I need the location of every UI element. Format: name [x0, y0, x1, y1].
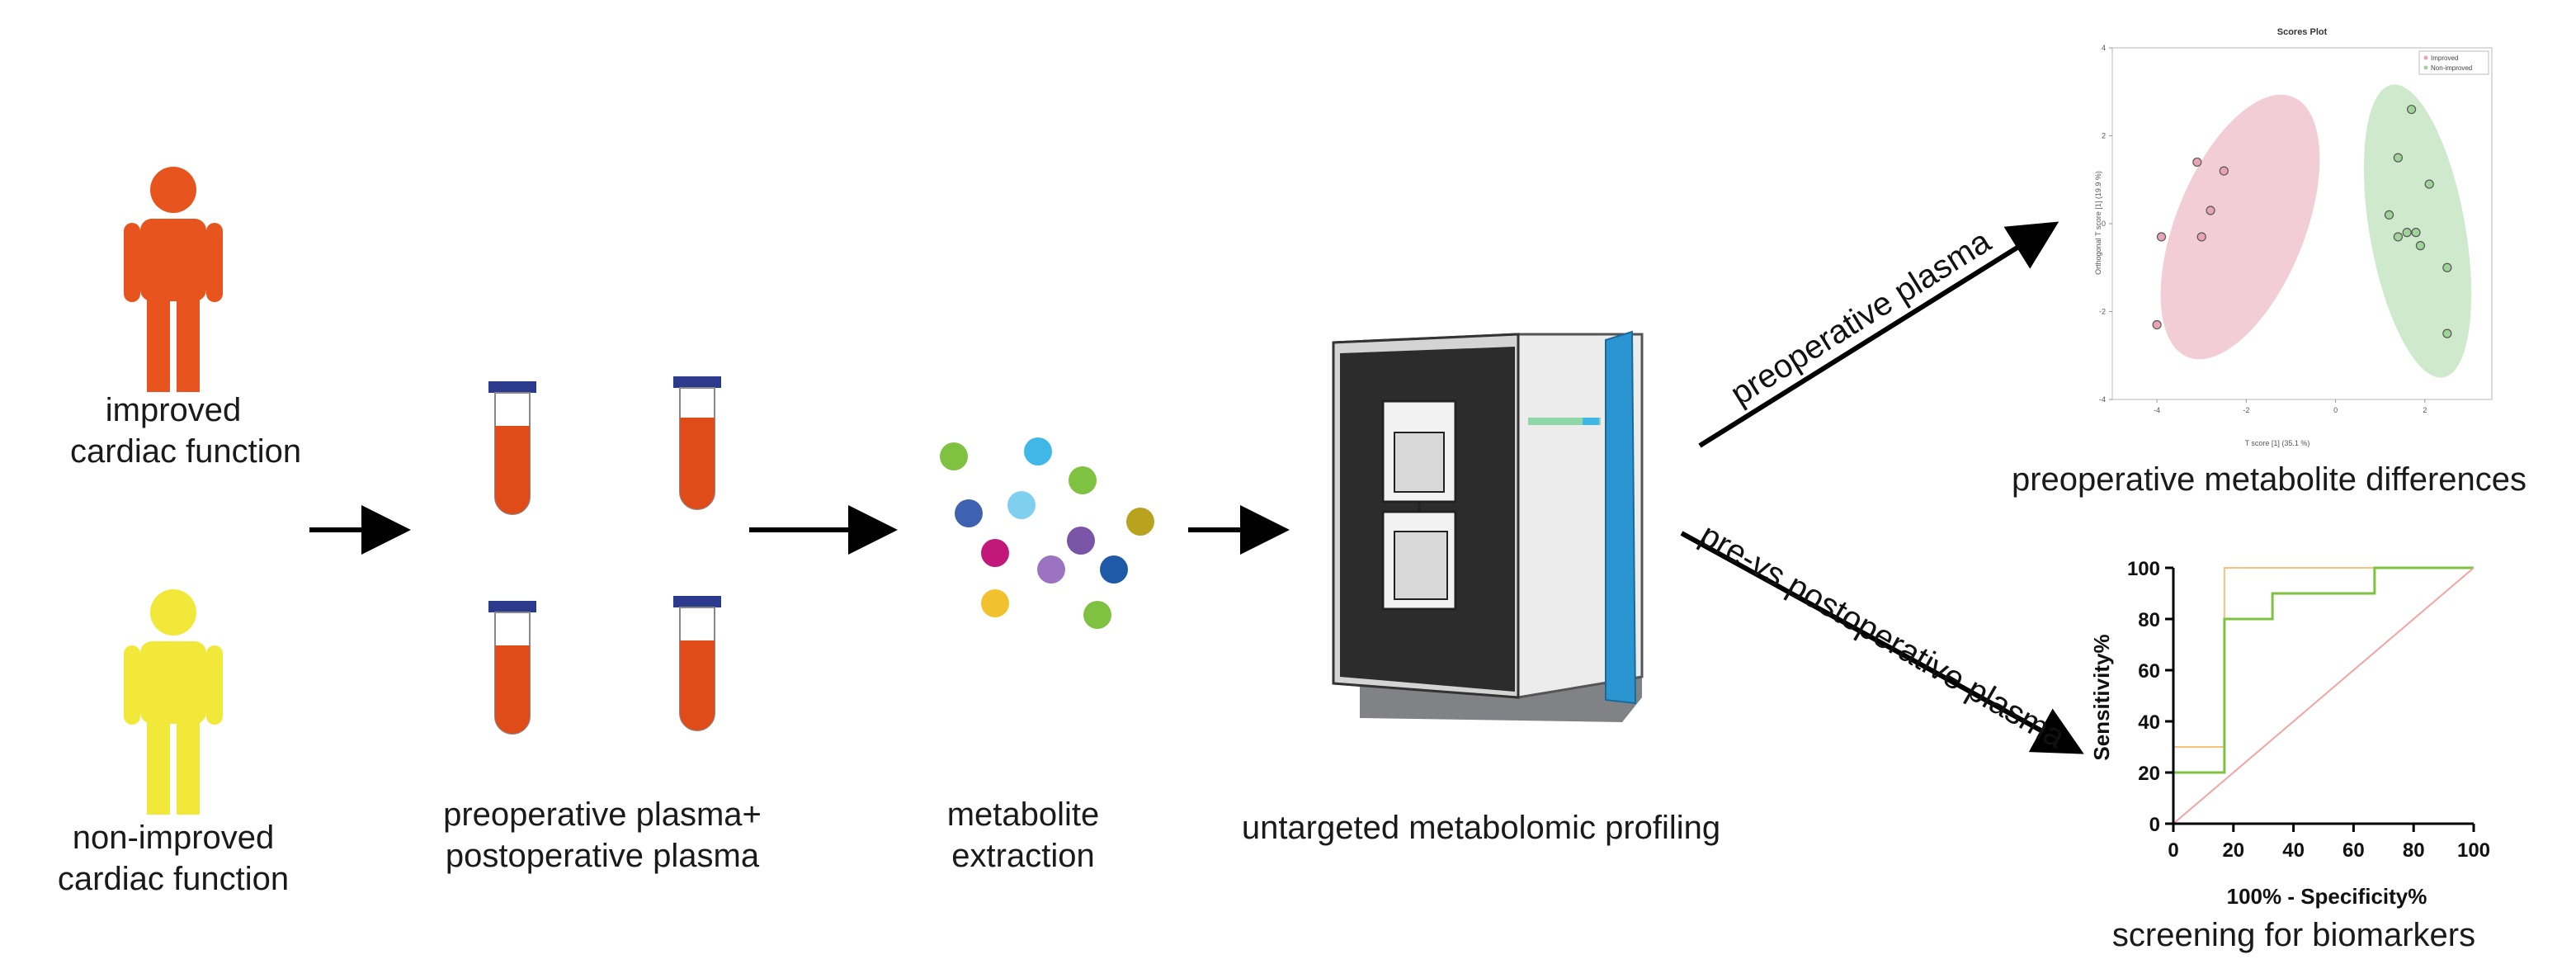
improved-person-icon	[124, 167, 223, 392]
roc-x-tick-label: 40	[2282, 839, 2305, 862]
plasma-tube-icon	[488, 381, 536, 515]
plasma-tube-icon	[488, 601, 536, 735]
improved-point	[2192, 157, 2202, 168]
plasma-tube-icon	[673, 376, 721, 510]
improved-label-line2: cardiac function	[70, 433, 302, 470]
plasma-label-line2: postoperative plasma	[445, 838, 760, 874]
non-improved-label-line1: non-improved	[72, 820, 275, 856]
improved-point	[2219, 166, 2229, 176]
plasma-tube-icon	[673, 596, 721, 731]
non-improved-point	[2442, 328, 2452, 338]
scores-plot-legend: Improved Non-improved	[2418, 50, 2489, 75]
non-improved-point	[2402, 228, 2412, 238]
improved-point	[2156, 232, 2167, 242]
legend-improved: Improved	[2431, 54, 2458, 62]
scores-y-tick-label: 4	[2102, 44, 2106, 52]
roc-caption: screening for biomarkers	[2111, 917, 2476, 953]
upper-branch-label: preoperative plasma	[1724, 223, 1998, 413]
scores-y-tick-label: -2	[2099, 308, 2106, 316]
non-improved-point	[2411, 228, 2421, 238]
improved-group-label: improved cardiac function	[70, 390, 302, 472]
roc-x-tick-label: 80	[2403, 839, 2425, 862]
scores-x-tick-label: 2	[2423, 406, 2427, 414]
roc-x-tick-label: 0	[2168, 839, 2178, 862]
plasma-step-label: preoperative plasma+ postoperative plasm…	[396, 794, 809, 877]
improved-point	[2152, 319, 2162, 330]
profiling-label: untargeted metabolomic profiling	[1241, 810, 1721, 846]
metabolite-dots-icon	[940, 437, 1154, 629]
scores-y-tick-label: -4	[2099, 395, 2106, 404]
scores-plot-title: Scores Plot	[2277, 27, 2328, 37]
lower-branch-label: pre-vs postoperative plasma	[1694, 517, 2072, 756]
scores-x-tick-label: -4	[2154, 406, 2160, 414]
non-improved-person-icon	[124, 589, 223, 815]
non-improved-point	[2415, 241, 2426, 251]
extraction-label-line2: extraction	[951, 838, 1095, 874]
roc-y-tick-label: 20	[2138, 763, 2160, 785]
non-improved-point	[2406, 104, 2417, 115]
improved-label-line1: improved	[105, 392, 242, 428]
roc-y-tick-label: 80	[2138, 609, 2160, 631]
roc-y-tick-label: 0	[2149, 814, 2160, 836]
arrow-upper-branch	[1698, 221, 2059, 448]
improved-confidence-ellipse	[2160, 94, 2320, 360]
improved-point	[2196, 232, 2206, 242]
improved-point	[2206, 206, 2215, 215]
non-improved-point	[2393, 232, 2403, 242]
profiling-step-label: untargeted metabolomic profiling	[1192, 807, 1770, 848]
scores-y-tick-label: 0	[2102, 220, 2106, 228]
roc-y-tick-label: 100	[2127, 558, 2160, 580]
scores-plot-chart: Scores Plot T score [1] (35.1 %) Orthogo…	[2094, 27, 2493, 447]
legend-non-improved: Non-improved	[2431, 64, 2472, 72]
non-improved-label-line2: cardiac function	[57, 861, 290, 897]
roc-y-tick-label: 40	[2138, 711, 2160, 734]
non-improved-point	[2424, 179, 2434, 189]
extraction-label-line1: metabolite	[946, 796, 1100, 833]
scores-y-tick-label: 2	[2102, 132, 2106, 140]
roc-curve-green	[2172, 566, 2474, 824]
roc-x-tick-label: 20	[2222, 839, 2244, 862]
roc-chart: 00 20 20 40 40 60 60 80 80 100 100 Sensitivity% 10…	[2089, 558, 2490, 909]
non-improved-point	[2384, 210, 2394, 220]
roc-xlabel: 100% - Specificity%	[2227, 884, 2427, 909]
roc-y-tick-label: 60	[2138, 660, 2160, 683]
scores-x-tick-label: -2	[2243, 406, 2249, 414]
roc-reference-line	[2173, 567, 2475, 825]
non-improved-point	[2393, 153, 2403, 163]
roc-x-tick-label: 100	[2457, 839, 2490, 862]
non-improved-group-label: non-improved cardiac function	[54, 817, 293, 900]
non-improved-point	[2442, 262, 2452, 272]
roc-ylabel: Sensitivity%	[2089, 634, 2114, 760]
extraction-step-label: metabolite extraction	[932, 794, 1114, 877]
plasma-label-line1: preoperative plasma+	[443, 796, 762, 833]
mass-spectrometer-icon	[1332, 330, 1644, 722]
scores-plot-caption: preoperative metabolite differences	[2011, 461, 2527, 498]
arrow-lower-branch	[1680, 531, 2084, 754]
roc-x-tick-label: 60	[2342, 839, 2365, 862]
scores-x-tick-label: 0	[2333, 406, 2338, 414]
scores-plot-ylabel: Orthogonal T score [1] (19.9 %)	[2094, 171, 2102, 275]
scores-plot-xlabel: T score [1] (35.1 %)	[2245, 439, 2310, 447]
